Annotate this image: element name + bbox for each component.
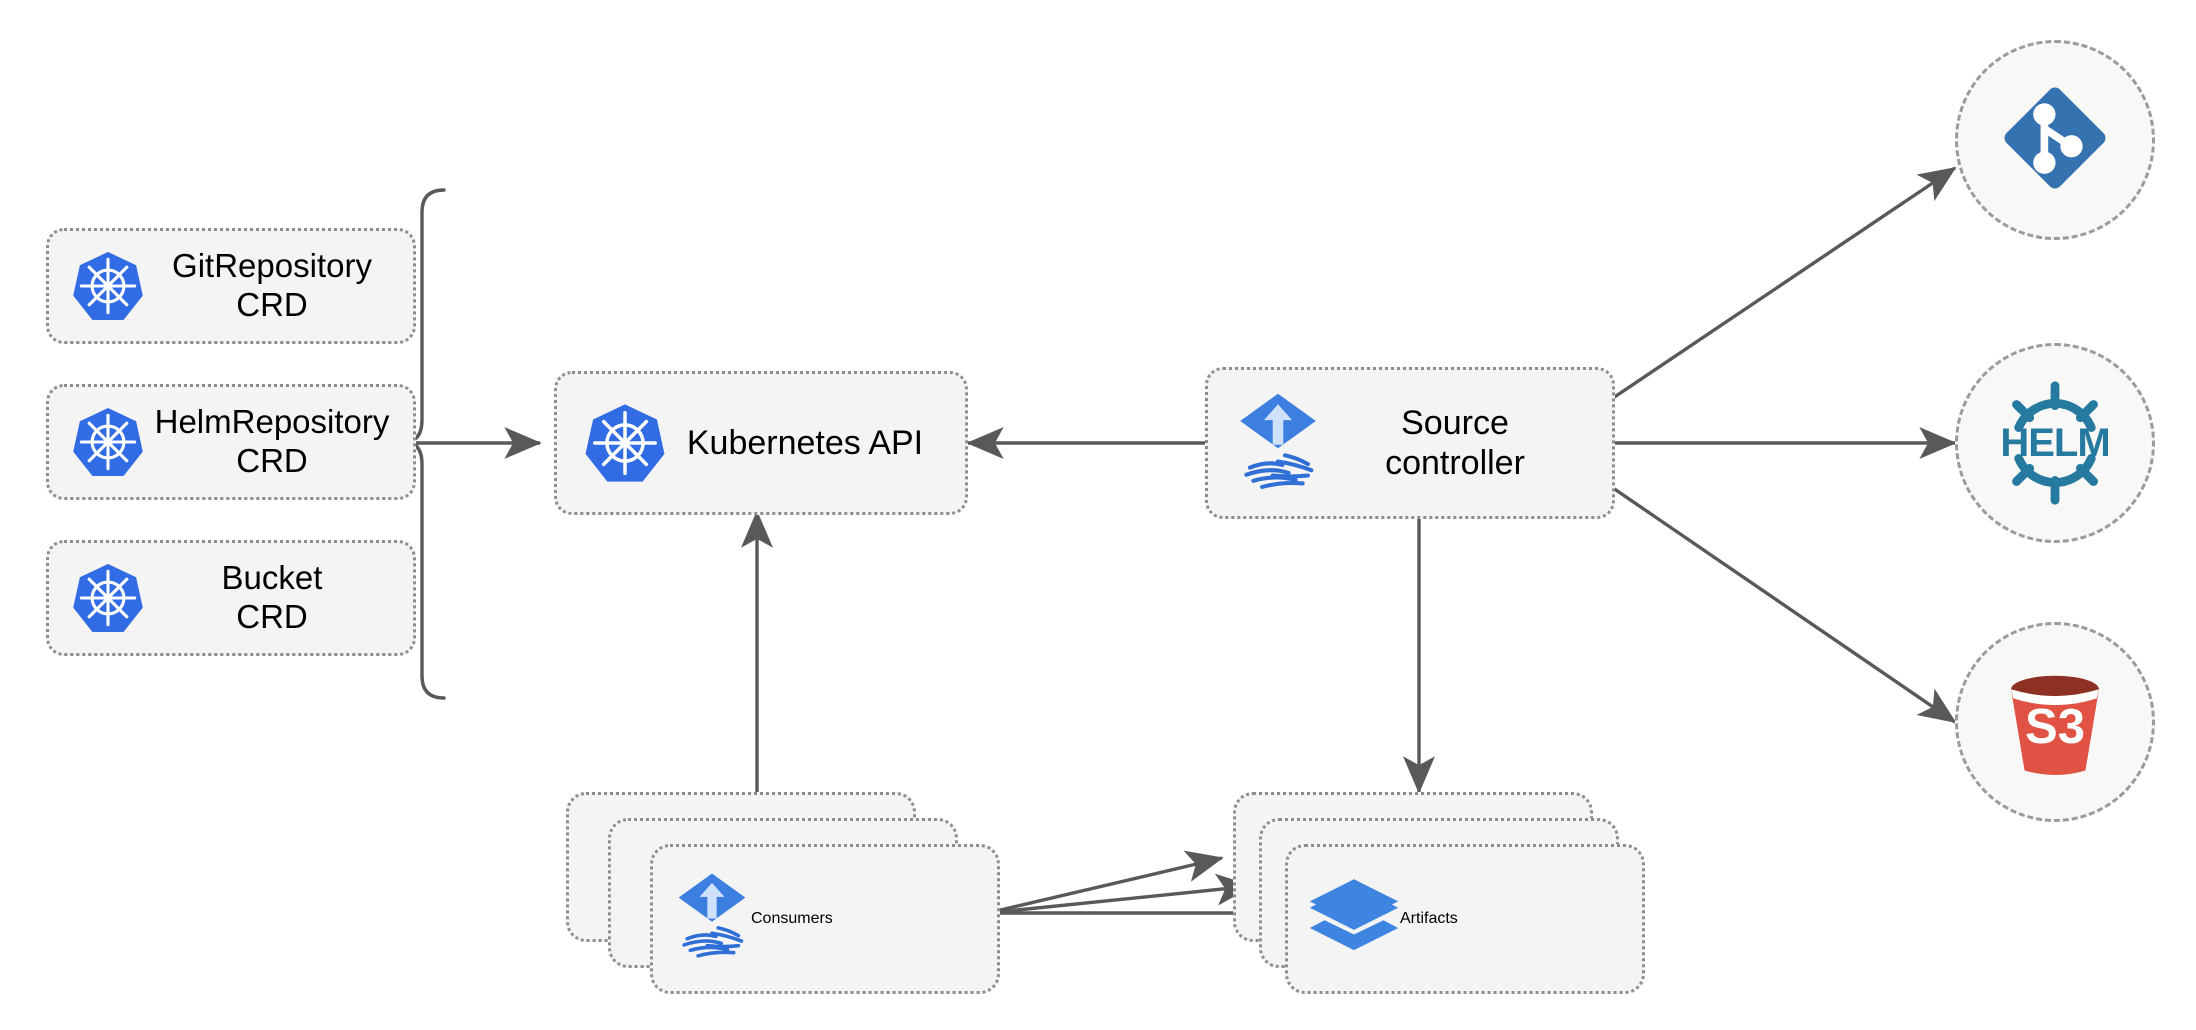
artifacts-stack[interactable]: Artifacts bbox=[1233, 792, 1673, 994]
kubernetes-icon bbox=[583, 401, 667, 485]
git-icon bbox=[1996, 79, 2114, 202]
kubernetes-icon bbox=[71, 405, 145, 479]
crd-label-gitrepository: GitRepository CRD bbox=[172, 247, 372, 323]
consumers-label: Consumers bbox=[751, 910, 833, 927]
helm-endpoint[interactable]: HELM bbox=[1955, 343, 2155, 543]
crd-label-bucket: Bucket CRD bbox=[221, 559, 323, 635]
artifacts-label: Artifacts bbox=[1400, 910, 1458, 927]
crd-box-bucket[interactable]: Bucket CRD bbox=[46, 540, 416, 656]
artifacts-sheet-front[interactable]: Artifacts bbox=[1285, 844, 1645, 994]
kubernetes-icon bbox=[71, 561, 145, 635]
git-endpoint[interactable] bbox=[1955, 40, 2155, 240]
s3-endpoint[interactable]: S3 bbox=[1955, 622, 2155, 822]
consumers-stack[interactable]: Consumers bbox=[566, 792, 1000, 994]
flux-icon bbox=[1234, 392, 1322, 494]
kubernetes-icon bbox=[71, 249, 145, 323]
kubernetes-api-node[interactable]: Kubernetes API bbox=[554, 371, 968, 515]
helm-icon: HELM bbox=[1989, 377, 2121, 509]
layers-icon bbox=[1308, 877, 1400, 962]
flux-icon bbox=[673, 872, 751, 967]
crd-label-helmrepository: HelmRepository CRD bbox=[154, 403, 390, 479]
s3-wordmark: S3 bbox=[2025, 699, 2085, 754]
helm-wordmark: HELM bbox=[2000, 420, 2110, 465]
source-controller-node[interactable]: Source controller bbox=[1205, 367, 1615, 519]
edge-source-to-s3 bbox=[1612, 486, 1957, 724]
edge-consumers-to-artifacts-2 bbox=[987, 873, 1254, 915]
crd-box-helmrepository[interactable]: HelmRepository CRD bbox=[46, 384, 416, 500]
kubernetes-api-label: Kubernetes API bbox=[686, 423, 924, 462]
s3-icon: S3 bbox=[1993, 660, 2117, 784]
consumers-sheet-front[interactable]: Consumers bbox=[650, 844, 1000, 994]
edge-source-to-git bbox=[1612, 166, 1957, 400]
edge-consumers-to-artifacts-1 bbox=[987, 850, 1224, 915]
source-controller-label: Source controller bbox=[1385, 403, 1525, 482]
crd-box-gitrepository[interactable]: GitRepository CRD bbox=[46, 228, 416, 344]
